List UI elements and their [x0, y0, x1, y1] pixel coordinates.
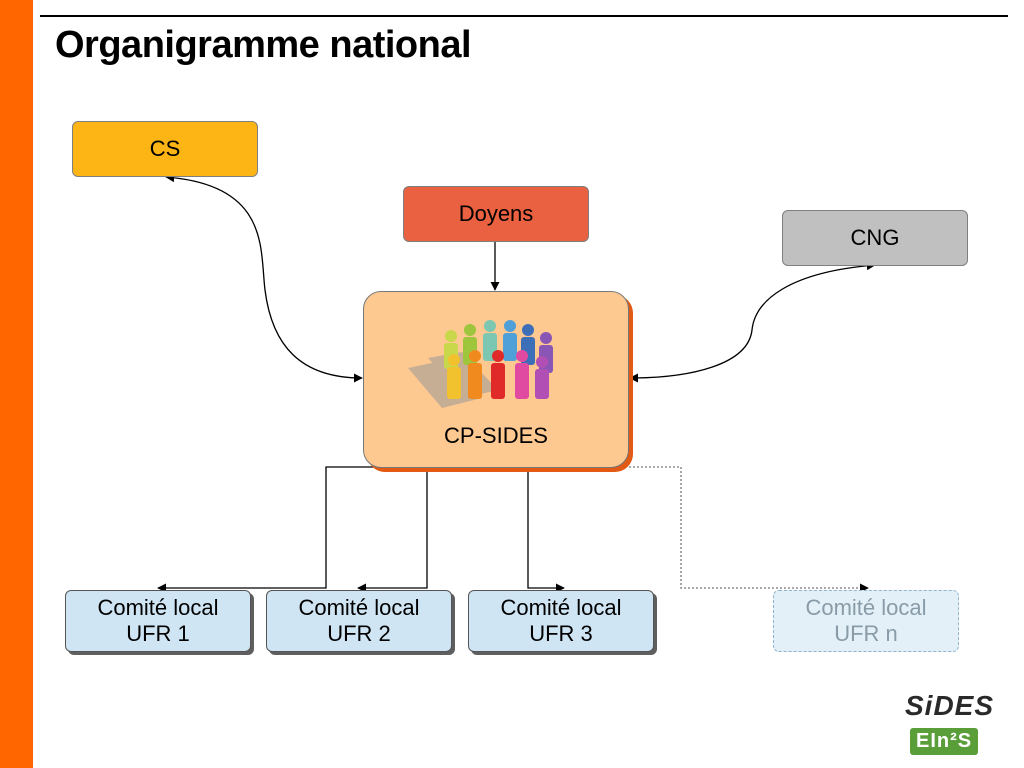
- cp-ufr3-connector: [527, 470, 565, 593]
- logo-wordmark: SiDES: [905, 690, 995, 721]
- cng-cp-connector: [629, 261, 876, 383]
- cs-label: CS: [149, 136, 181, 161]
- cs-cp-connector: [165, 173, 363, 383]
- cp-sides-label: CP-SIDES: [444, 423, 548, 448]
- cng-label: CNG: [850, 225, 900, 250]
- cs-node: CS: [72, 121, 258, 177]
- page-title: Organigramme national: [55, 24, 472, 66]
- cp-ufr2-connector: [357, 470, 428, 593]
- local-committee-line1: Comité local: [500, 595, 622, 620]
- cp-sides-node: CP-SIDES: [363, 291, 629, 468]
- local-committee-ufr2: Comité local UFR 2: [266, 590, 452, 652]
- local-committee-ufr3: Comité local UFR 3: [468, 590, 654, 652]
- local-committee-ufr1: Comité local UFR 1: [65, 590, 251, 652]
- sides-logo: SiDES EIn²S: [905, 688, 1017, 764]
- logo-badge: EIn²S: [910, 728, 979, 755]
- group-of-people-icon: [408, 320, 553, 408]
- side-accent-bar: [0, 0, 33, 768]
- local-committee-line2: UFR 2: [327, 621, 391, 646]
- local-committee-line2: UFR 3: [529, 621, 593, 646]
- doyens-label: Doyens: [458, 201, 534, 226]
- cng-node: CNG: [782, 210, 968, 266]
- local-committee-line1: Comité local: [805, 595, 927, 620]
- doyens-node: Doyens: [403, 186, 589, 242]
- cp-ufrn-connector: [629, 466, 869, 593]
- cp-ufr1-connector: [157, 466, 380, 593]
- local-committee-line2: UFR n: [834, 621, 898, 646]
- local-committee-line1: Comité local: [97, 595, 219, 620]
- title-rule: [40, 15, 1008, 17]
- local-committee-line2: UFR 1: [126, 621, 190, 646]
- local-committee-ufrn: Comité local UFR n: [773, 590, 959, 652]
- local-committee-line1: Comité local: [298, 595, 420, 620]
